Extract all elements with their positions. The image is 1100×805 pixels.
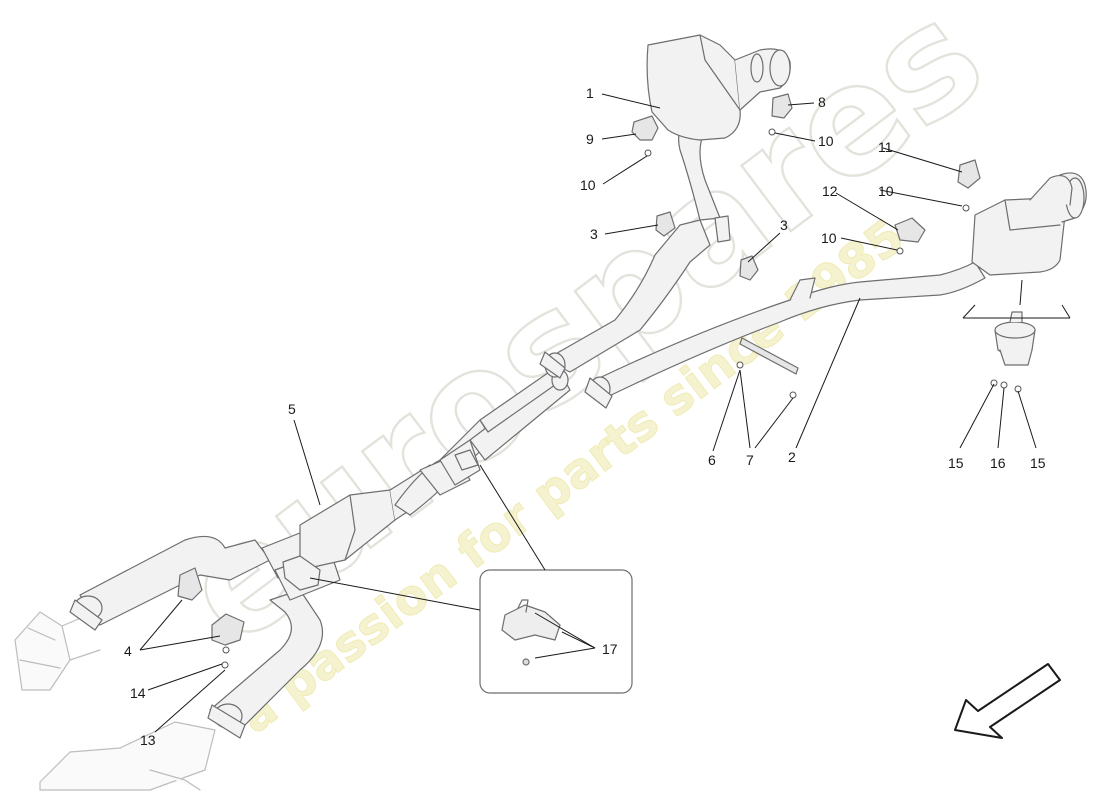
callout-11: 11 (878, 139, 893, 155)
callout-8: 8 (818, 94, 826, 110)
callout-4: 4 (124, 643, 132, 659)
callout-10b: 10 (580, 177, 596, 193)
callout-3b: 3 (780, 217, 788, 233)
callout-15a: 15 (948, 455, 964, 471)
catalytic-converter-bottom (39, 721, 216, 791)
leader-lines (139, 93, 1071, 733)
callout-5: 5 (288, 401, 296, 417)
callout-10d: 10 (821, 230, 837, 246)
callout-3a: 3 (590, 226, 598, 242)
clamp-detail-inset (479, 569, 633, 694)
callout-10a: 10 (818, 133, 834, 149)
rear-left-pipe (539, 111, 731, 379)
callout-13: 13 (140, 732, 156, 748)
callout-2: 2 (788, 449, 796, 465)
callout-10c: 10 (878, 183, 894, 199)
callouts: 1 2 3 3 4 5 6 7 8 9 10 10 10 10 11 12 13… (124, 85, 1046, 748)
callout-9: 9 (586, 131, 594, 147)
callout-15b: 15 (1030, 455, 1046, 471)
valve-actuator (994, 311, 1036, 366)
callout-12: 12 (822, 183, 838, 199)
upper-silencer (646, 34, 791, 141)
callout-14: 14 (130, 685, 146, 701)
arrow-down-left-icon (954, 663, 1061, 739)
rear-right-pipe (584, 261, 986, 409)
callout-6: 6 (708, 452, 716, 468)
front-pipe-assembly (69, 367, 571, 739)
catalytic-converter-left (14, 611, 101, 691)
callout-1: 1 (586, 85, 594, 101)
callout-17: 17 (602, 641, 618, 657)
right-silencer (971, 172, 1087, 276)
hanger-brackets (177, 93, 981, 646)
callout-7: 7 (746, 452, 754, 468)
callout-16: 16 (990, 455, 1006, 471)
